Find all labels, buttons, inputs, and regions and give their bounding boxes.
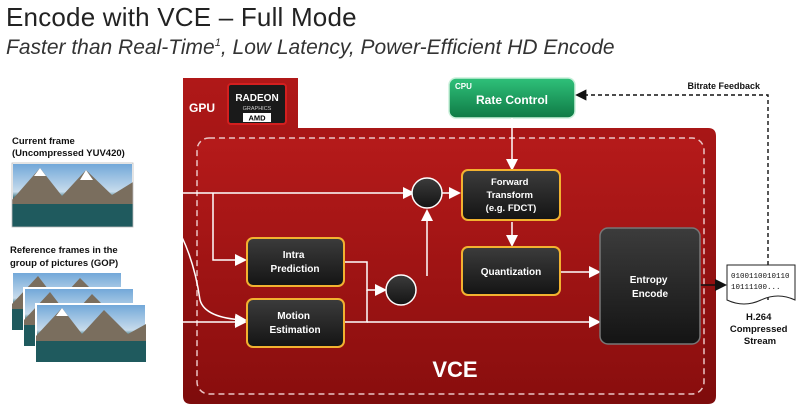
logo-amd-text: AMD bbox=[248, 114, 266, 123]
svg-text:Intra Prediction: Intra Prediction bbox=[271, 250, 320, 275]
forward-line2: Transform bbox=[486, 190, 532, 201]
amd-radeon-logo: RADEON GRAPHICS AMD bbox=[227, 83, 287, 125]
bitrate-feedback-line bbox=[575, 89, 769, 300]
current-frame-image bbox=[11, 162, 134, 228]
motion-line2: Estimation bbox=[269, 325, 320, 336]
output-caption-line1: H.264 bbox=[746, 312, 772, 323]
intra-line2: Prediction bbox=[271, 264, 320, 275]
output-bits-line1: 0100110010110 bbox=[731, 273, 790, 281]
vce-label: VCE bbox=[432, 357, 477, 382]
cpu-rate-control-block: CPU Rate Control bbox=[448, 77, 576, 119]
entropy-line1: Entropy bbox=[630, 275, 668, 286]
forward-transform-block: Forward Transform (e.g. FDCT) bbox=[461, 169, 561, 221]
intra-prediction-block: Intra Prediction bbox=[246, 237, 345, 287]
forward-line1: Forward bbox=[491, 177, 529, 188]
bitrate-feedback-label: Bitrate Feedback bbox=[687, 81, 761, 91]
current-frame-label: Current frame (Uncompressed YUV420) bbox=[12, 136, 125, 159]
output-bits-line2: 10111100... bbox=[731, 284, 781, 292]
reference-frames-stack bbox=[11, 271, 147, 363]
reference-frames-line2: group of pictures (GOP) bbox=[10, 258, 118, 269]
logo-radeon-text: RADEON bbox=[235, 93, 278, 104]
output-caption: H.264 Compressed Stream bbox=[730, 312, 790, 347]
svg-text:Motion Estimation: Motion Estimation bbox=[269, 311, 320, 336]
svg-text:Entropy Encode: Entropy Encode bbox=[630, 275, 671, 300]
intra-line1: Intra bbox=[283, 250, 305, 261]
page-subtitle: Faster than Real-Time1, Low Latency, Pow… bbox=[6, 36, 615, 60]
current-frame-line1: Current frame bbox=[12, 136, 75, 147]
rate-control-label: Rate Control bbox=[476, 93, 548, 107]
logo-graphics-text: GRAPHICS bbox=[243, 106, 272, 112]
subtitle-footnote: 1 bbox=[214, 37, 221, 49]
entropy-encode-block: Entropy Encode bbox=[599, 227, 701, 345]
page-title: Encode with VCE – Full Mode bbox=[6, 2, 357, 32]
connection-lines bbox=[134, 118, 601, 328]
reference-frames-label: Reference frames in the group of picture… bbox=[10, 245, 120, 269]
output-caption-line3: Stream bbox=[744, 336, 776, 347]
reference-frames-line1: Reference frames in the bbox=[10, 245, 118, 256]
gpu-label: GPU bbox=[189, 101, 215, 115]
cpu-label: CPU bbox=[455, 82, 472, 91]
svg-text:0100110010110 10111100..: 0100110010110 10111100... bbox=[731, 273, 794, 292]
adder-node-bottom bbox=[385, 274, 417, 306]
entropy-line2: Encode bbox=[632, 289, 669, 300]
svg-text:Forward Transform: Forward Transform (e.g. FDCT) bbox=[486, 177, 537, 214]
output-caption-line2: Compressed bbox=[730, 324, 788, 335]
current-frame-line2: (Uncompressed YUV420) bbox=[12, 148, 125, 159]
forward-line3: (e.g. FDCT) bbox=[486, 203, 537, 214]
reference-frame-3 bbox=[35, 303, 147, 363]
adder-node-top bbox=[411, 177, 443, 209]
subtitle-main: Faster than Real-Time bbox=[6, 36, 215, 59]
motion-line1: Motion bbox=[277, 311, 310, 322]
output-stream-document: 0100110010110 10111100... bbox=[726, 264, 796, 305]
motion-estimation-block: Motion Estimation bbox=[246, 298, 345, 348]
quantization-block: Quantization bbox=[461, 246, 561, 296]
quantization-label: Quantization bbox=[481, 267, 542, 278]
subtitle-rest: , Low Latency, Power-Efficient HD Encode bbox=[220, 36, 615, 59]
